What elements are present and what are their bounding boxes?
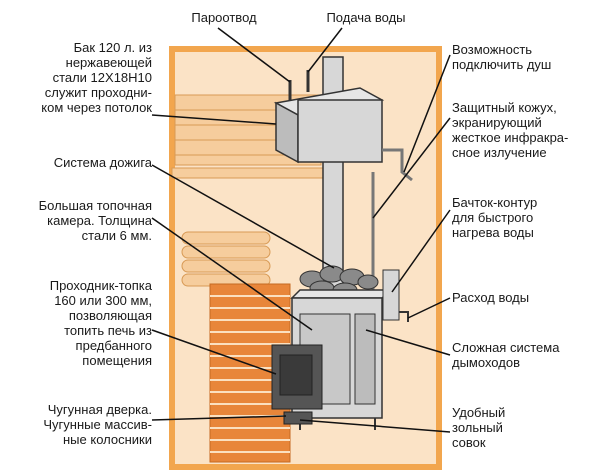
shower-pipe bbox=[382, 148, 413, 182]
label-water-supply: Подача воды bbox=[326, 10, 406, 25]
label-ash-pan: Удобный зольный совок bbox=[452, 405, 506, 450]
water-tap bbox=[399, 311, 409, 322]
label-door: Чугунная дверка. Чугунные массив- ные ко… bbox=[43, 402, 152, 447]
label-tunnel: Проходник-топка 160 или 300 мм, позволяю… bbox=[49, 278, 152, 368]
label-afterburn: Система дожига bbox=[53, 155, 152, 170]
ceiling-board bbox=[171, 167, 329, 179]
firebox-tunnel bbox=[271, 344, 323, 425]
label-water-flow: Расход воды bbox=[452, 290, 530, 305]
label-flues: Сложная система дымоходов bbox=[452, 340, 560, 370]
label-firebox: Большая топочная камера. Толщина стали 6… bbox=[38, 198, 152, 243]
water-tank bbox=[273, 70, 385, 164]
contour-tank bbox=[382, 269, 400, 321]
leader-lines bbox=[151, 27, 451, 433]
label-contour: Бачток-контур для быстрого нагрева воды bbox=[452, 195, 538, 240]
label-steam-outlet: Пароотвод bbox=[191, 10, 257, 25]
label-casing: Защитный кожух, экранирующий жесткое инф… bbox=[452, 100, 569, 160]
label-shower: Возможность подключить душ bbox=[452, 42, 552, 72]
label-tank: Бак 120 л. из нержавеющей стали 12Х18Н10… bbox=[41, 40, 152, 115]
log-wall bbox=[181, 231, 271, 287]
